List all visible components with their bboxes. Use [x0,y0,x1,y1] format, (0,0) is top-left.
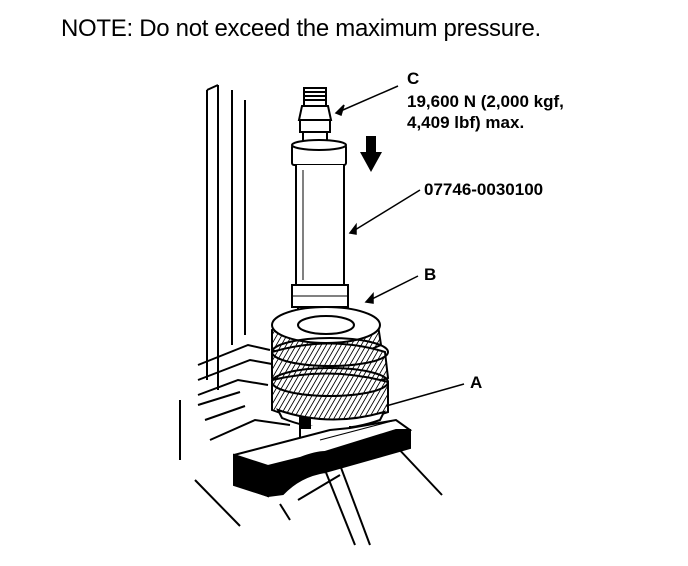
press-direction-arrow-icon [360,136,382,172]
pressure-spec-line-2: 4,409 lbf) max. [407,113,524,132]
press-frame [179,84,443,546]
label-c: C [407,69,419,88]
pressure-note: NOTE: Do not exceed the maximum pressure… [61,15,541,42]
tool-number-label: 07746-0030100 [424,180,543,199]
driver-attachment [291,139,349,330]
label-a: A [470,373,482,392]
label-b: B [424,265,436,284]
press-ram [297,87,333,143]
leader-lines [334,85,465,407]
pressure-spec-line-1: 19,600 N (2,000 kgf, [407,92,564,111]
support-plate [233,418,413,498]
